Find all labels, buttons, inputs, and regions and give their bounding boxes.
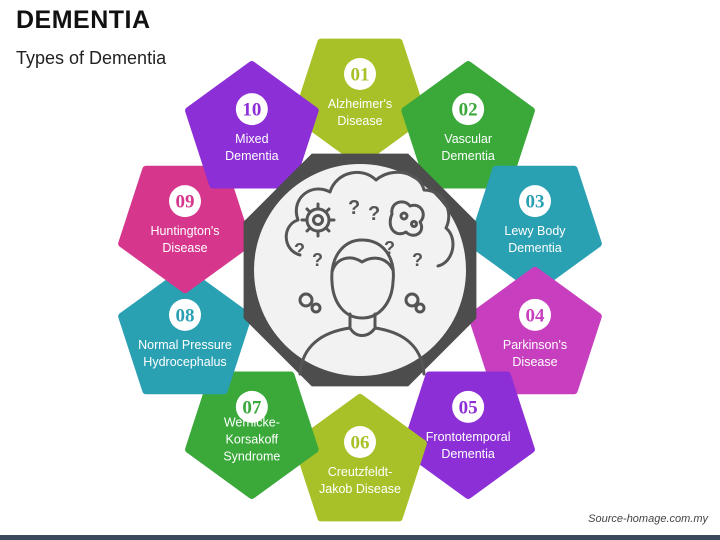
virus-icon xyxy=(388,200,425,237)
confused-person-icon xyxy=(284,170,455,376)
item-label-line: Vascular xyxy=(444,132,492,146)
item-label-line: Mixed xyxy=(235,132,268,146)
page-title: DEMENTIA xyxy=(16,6,151,34)
item-number: 03 xyxy=(525,192,544,213)
bottom-bar xyxy=(0,535,720,540)
item-number: 10 xyxy=(242,100,261,121)
item-label-line: Jakob Disease xyxy=(319,482,401,496)
shoulders-icon xyxy=(298,326,426,376)
number-badge xyxy=(518,298,551,331)
bubble-icon xyxy=(414,302,426,314)
question-mark: ? xyxy=(368,203,380,225)
item-label-line: Lewy Body xyxy=(504,224,566,238)
question-mark: ? xyxy=(348,197,360,219)
item-number: 07 xyxy=(242,397,262,418)
item-number: 05 xyxy=(459,397,478,418)
bubble-icon xyxy=(404,292,420,308)
number-badge xyxy=(169,298,202,331)
number-badge xyxy=(452,93,485,126)
item-label-line: Huntington's xyxy=(150,224,219,238)
number-badge xyxy=(235,93,268,126)
item-label-line: Disease xyxy=(337,114,382,128)
hub-inner-circle xyxy=(254,164,466,376)
thought-cloud-icon xyxy=(284,170,455,268)
item-label-line: Parkinson's xyxy=(503,338,567,352)
item-number: 08 xyxy=(176,305,195,326)
question-mark: ? xyxy=(294,240,305,260)
source-credit: Source-homage.com.my xyxy=(588,513,708,525)
item-label-line: Normal Pressure xyxy=(138,338,232,352)
hair-icon xyxy=(330,256,395,274)
number-badge xyxy=(518,185,551,218)
item-number: 09 xyxy=(176,192,195,213)
item-label-line: Dementia xyxy=(441,447,495,461)
item-number: 01 xyxy=(351,65,370,86)
item-label-line: Syndrome xyxy=(223,449,280,463)
item-label-line: Dementia xyxy=(225,149,279,163)
number-badge xyxy=(344,58,376,90)
item-label-line: Disease xyxy=(162,241,207,255)
number-badge xyxy=(235,390,268,423)
item-label-line: Alzheimer's xyxy=(328,97,392,111)
item-label-line: Frontotemporal xyxy=(426,430,511,444)
bubble-icon xyxy=(310,302,322,314)
gear-icon xyxy=(300,202,336,238)
item-label-line: Dementia xyxy=(508,241,562,255)
number-badge xyxy=(169,185,202,218)
item-number: 06 xyxy=(351,433,370,454)
item-number: 04 xyxy=(525,305,545,326)
item-label-line: Disease xyxy=(512,355,557,369)
question-marks: ? ? ? ? ? ? xyxy=(294,197,423,270)
neck-icon xyxy=(348,312,377,330)
item-label-line: Dementia xyxy=(441,149,495,163)
question-mark: ? xyxy=(312,250,323,270)
number-badge xyxy=(344,426,376,458)
item-number: 02 xyxy=(459,100,478,121)
question-mark: ? xyxy=(384,238,395,258)
item-label-line: Creutzfeldt- xyxy=(328,465,393,479)
item-label-line: Hydrocephalus xyxy=(143,355,226,369)
item-label-line: Wernicke- xyxy=(224,415,280,429)
item-label-line: Korsakoff xyxy=(226,432,279,446)
number-badge xyxy=(452,390,485,423)
question-mark: ? xyxy=(412,250,423,270)
page-subtitle: Types of Dementia xyxy=(16,48,167,68)
items-layer: 01Alzheimer'sDisease02VascularDementia03… xyxy=(118,38,602,522)
center-hub: ? ? ? ? ? ? xyxy=(243,153,477,387)
bubble-icon xyxy=(298,292,314,308)
